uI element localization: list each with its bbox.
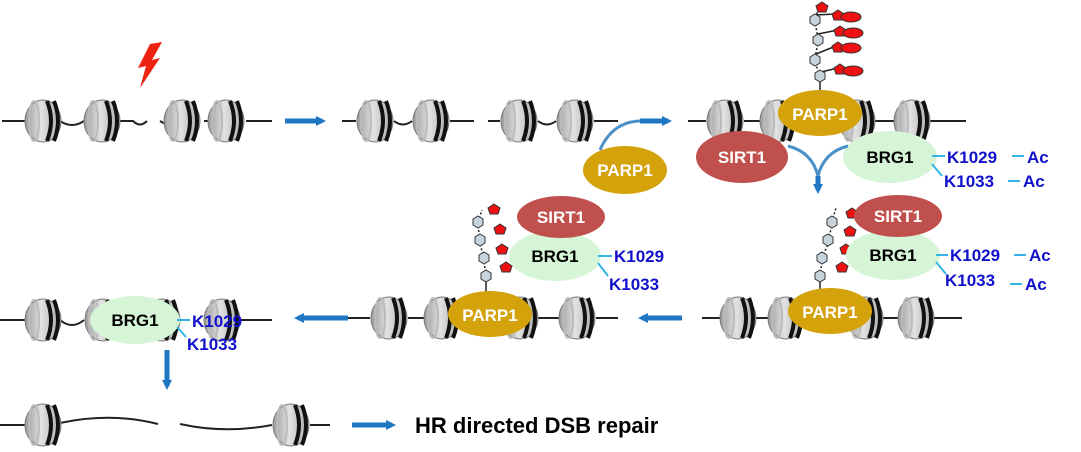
adenine-pentagon bbox=[487, 203, 501, 215]
nucleosome bbox=[356, 99, 394, 143]
sirt1-free: SIRT1 bbox=[696, 131, 788, 183]
sirt1-label: SIRT1 bbox=[874, 207, 922, 226]
k1029-site: K1029 bbox=[947, 148, 997, 167]
nucleosome bbox=[370, 296, 408, 340]
ribose-hexagon bbox=[826, 215, 838, 229]
adenine-pentagon bbox=[493, 223, 507, 235]
ribose-hexagon bbox=[809, 13, 821, 27]
ribose-hexagon bbox=[814, 69, 826, 83]
brg1-acetylated: BRG1 K1029 Ac K1033 Ac bbox=[846, 230, 1051, 294]
nucleosome bbox=[897, 296, 935, 340]
parp1-label: PARP1 bbox=[802, 303, 857, 322]
nucleosome bbox=[163, 99, 201, 143]
nucleosome bbox=[24, 298, 62, 342]
par-chain bbox=[472, 203, 513, 292]
sirt1-bound: SIRT1 bbox=[517, 196, 605, 238]
brg1-acetylated: BRG1 K1029 Ac K1033 Ac bbox=[843, 131, 1049, 191]
deacetylation-arrow bbox=[787, 144, 849, 194]
parp1-free: PARP1 bbox=[583, 146, 667, 194]
nucleosome bbox=[24, 99, 62, 143]
k1033-site: K1033 bbox=[609, 275, 659, 294]
parp1-recruitment-arrow bbox=[598, 116, 672, 151]
panel-intact-chromatin bbox=[2, 42, 272, 143]
nucleosome bbox=[558, 296, 596, 340]
panel-resected-dna bbox=[0, 403, 330, 447]
k1033-site: K1033 bbox=[187, 335, 237, 354]
adenine-pentagon bbox=[495, 243, 509, 255]
nucleosome bbox=[272, 403, 310, 447]
k1029-site: K1029 bbox=[192, 312, 242, 331]
ribose-hexagon bbox=[814, 269, 826, 283]
brg1-label: BRG1 bbox=[531, 247, 578, 266]
brg1-deacetylated: BRG1 K1029 K1033 bbox=[509, 231, 664, 294]
panel-parp1-at-break: PARP1 SIRT1 BRG1 K1029 Ac K1033 Ac bbox=[688, 1, 1049, 194]
adenine-pentagon bbox=[815, 1, 829, 13]
parp1-label: PARP1 bbox=[462, 306, 517, 325]
brg1-label: BRG1 bbox=[869, 246, 916, 265]
adenine-pentagon bbox=[499, 261, 513, 273]
parp1-label: PARP1 bbox=[597, 161, 652, 180]
panel-brg1-remodeling: BRG1 K1029 K1033 bbox=[0, 296, 272, 354]
dsb-lightning-icon bbox=[138, 42, 162, 88]
brg1-free: BRG1 K1029 K1033 bbox=[90, 296, 242, 354]
adenine-pentagon bbox=[843, 225, 857, 237]
k1033-site: K1033 bbox=[945, 271, 995, 290]
sirt1-bound: SIRT1 bbox=[854, 195, 942, 237]
panel-complex-acetylated: PARP1 BRG1 K1029 Ac K1033 Ac SIRT1 bbox=[702, 195, 1051, 340]
ribose-hexagon bbox=[816, 251, 828, 265]
acetyl-group: Ac bbox=[1023, 172, 1045, 191]
acetyl-group: Ac bbox=[1027, 148, 1049, 167]
nucleosome bbox=[719, 296, 757, 340]
k1029-site: K1029 bbox=[614, 247, 664, 266]
k1029-site: K1029 bbox=[950, 246, 1000, 265]
parp1-bound: PARP1 bbox=[448, 291, 532, 337]
nucleosome bbox=[556, 99, 594, 143]
brg1-label: BRG1 bbox=[866, 148, 913, 167]
ribose-hexagon bbox=[812, 33, 824, 47]
sirt1-label: SIRT1 bbox=[718, 148, 766, 167]
nucleosome bbox=[412, 99, 450, 143]
acetyl-group: Ac bbox=[1025, 275, 1047, 294]
nucleosome bbox=[24, 403, 62, 447]
panel-broken-chromatin bbox=[342, 99, 618, 143]
par-chain bbox=[809, 1, 864, 96]
panel-complex-deacetylated: PARP1 BRG1 K1029 K1033 SIRT1 bbox=[346, 196, 664, 340]
parp1-bound: PARP1 bbox=[778, 90, 862, 136]
ribose-hexagon bbox=[472, 215, 484, 229]
nucleosome bbox=[207, 99, 245, 143]
par-chain bbox=[814, 207, 859, 292]
nucleosome bbox=[893, 99, 931, 143]
dna-strand bbox=[0, 319, 272, 326]
parp1-bound: PARP1 bbox=[788, 288, 872, 334]
k1033-site: K1033 bbox=[944, 172, 994, 191]
nucleosome bbox=[83, 99, 121, 143]
dna-strand bbox=[0, 416, 330, 431]
dna-strand bbox=[342, 120, 618, 126]
parp1-label: PARP1 bbox=[792, 105, 847, 124]
adenine-pentagon bbox=[835, 261, 849, 273]
outcome-label: HR directed DSB repair bbox=[415, 413, 659, 438]
acetyl-group: Ac bbox=[1029, 246, 1051, 265]
ribose-hexagon bbox=[474, 233, 486, 247]
ribose-hexagon bbox=[480, 269, 492, 283]
sirt1-label: SIRT1 bbox=[537, 208, 585, 227]
nucleosome bbox=[500, 99, 538, 143]
ribose-hexagon bbox=[478, 251, 490, 265]
ribose-hexagon bbox=[822, 233, 834, 247]
brg1-label: BRG1 bbox=[111, 311, 158, 330]
nucleosome bbox=[203, 298, 241, 342]
ribose-hexagon bbox=[809, 53, 821, 67]
